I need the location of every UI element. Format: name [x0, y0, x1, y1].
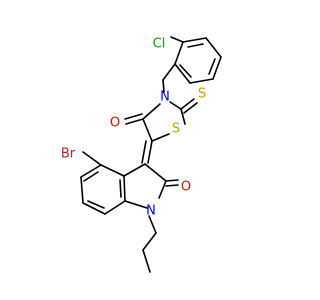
oxindole-ring — [123, 163, 167, 209]
c-cl-bond — [170, 36, 184, 43]
oxygen-o4-atom: O — [110, 116, 120, 131]
nitrogen-n1-atom: N — [146, 204, 156, 219]
carbonyl-o2-bond-2 — [165, 184, 179, 187]
carbonyl-o4-bond-2 — [124, 113, 143, 120]
chlorine-atom: Cl — [153, 37, 166, 52]
ch2-link-bond — [162, 63, 176, 81]
sulfur-thioxo-atom: S — [198, 87, 206, 102]
chlorophenyl-ring — [174, 37, 222, 84]
propyl-chain — [142, 215, 157, 273]
ch2-n-bond — [162, 79, 165, 93]
thioxo-double-bond — [180, 98, 195, 110]
c-br-bond — [82, 151, 102, 166]
thiazolidine-ring — [142, 101, 186, 142]
thioxo-double-bond-2 — [183, 102, 198, 114]
nitrogen-n3-atom: N — [160, 90, 170, 105]
carbonyl-o4-bond — [125, 118, 144, 125]
oxygen-o2-atom: O — [181, 180, 191, 195]
sulfur-s1-atom: S — [172, 122, 180, 137]
carbonyl-o2-bond — [165, 179, 179, 182]
molecule-structure: Cl N O S S Br O N — [61, 36, 222, 273]
exocyclic-double-bond — [147, 140, 153, 164]
bromine-atom: Br — [61, 147, 76, 162]
exocyclic-double-bond-2 — [141, 140, 147, 164]
bromo-benzo-ring — [80, 164, 126, 215]
